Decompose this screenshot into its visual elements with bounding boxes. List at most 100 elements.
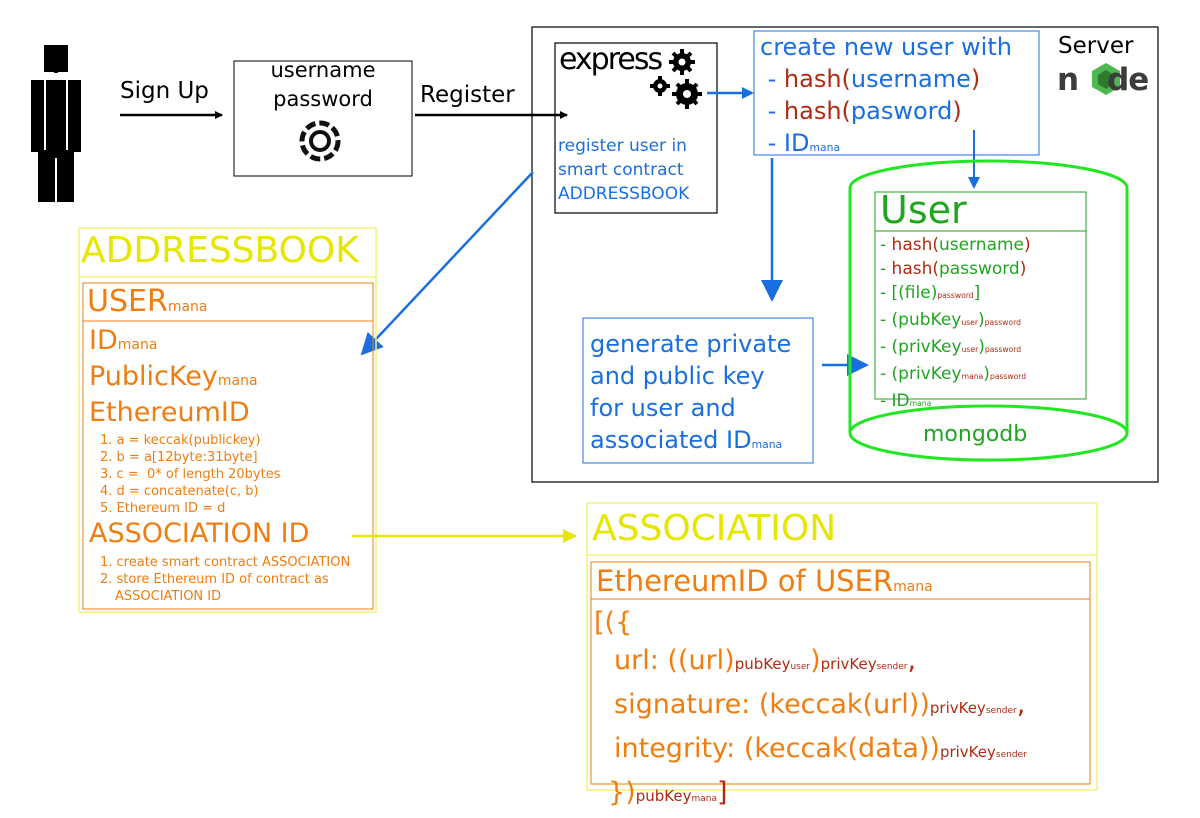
- row-close: ): [1024, 235, 1031, 255]
- ethereum-step: 3. c = 0* of length 20bytes: [100, 467, 281, 482]
- express-register-line: register user in: [558, 136, 687, 156]
- association-url: url: ((url)pubKeyuser)privKeysender,: [594, 642, 1027, 686]
- url-sub: sender: [876, 662, 908, 672]
- row-sub: user: [961, 318, 979, 327]
- signup-label: Sign Up: [120, 78, 209, 104]
- item-prefix: -: [760, 65, 784, 93]
- express-register-line: smart contract: [558, 160, 684, 180]
- association-box: [586, 502, 1098, 791]
- user-row-pubkey: - (pubKeyuser)password: [880, 308, 1031, 335]
- association-step: 2. store Ethereum ID of contract as: [100, 572, 329, 587]
- sig-sub: privKey: [929, 699, 986, 717]
- user-row: - hash(password): [880, 257, 1031, 281]
- user-row-id: - IDmana: [880, 389, 1031, 416]
- row-fn: hash(: [891, 235, 940, 255]
- mongodb-cylinder: [848, 159, 1129, 462]
- item-prefix: -: [760, 97, 784, 125]
- row-sub: password: [989, 372, 1027, 381]
- association-header-text: EthereumID of USER: [596, 564, 894, 598]
- row-text: ]: [973, 283, 981, 303]
- node-logo-icon: [1092, 63, 1120, 95]
- row-text: - [(file): [880, 283, 938, 303]
- user-row-privkey: - (privKeyuser)password: [880, 335, 1031, 362]
- association-integrity: integrity: (keccak(data))privKeysender: [594, 730, 1027, 774]
- association-body: [({ url: ((url)pubKeyuser)privKeysender,…: [594, 604, 1027, 818]
- association-signature: signature: (keccak(url))privKeysender,: [594, 686, 1027, 730]
- register-label: Register: [420, 82, 515, 108]
- row-arg: username: [939, 235, 1025, 255]
- ethereum-steps: 1. a = keccak(publickey) 2. b = a[12byte…: [100, 432, 280, 517]
- create-user-item: - hash(username): [760, 63, 1012, 95]
- addressbook-ethereum: EthereumID: [89, 397, 250, 428]
- generate-line: for user and: [590, 394, 736, 422]
- association-id-label: ASSOCIATION ID: [89, 518, 310, 549]
- user-row-file: - [(file)password]: [880, 281, 1031, 308]
- user-struct-box: [82, 282, 374, 610]
- close-end: ]: [716, 777, 728, 808]
- generate-line: associated IDmana: [590, 424, 791, 461]
- item-close: ): [970, 65, 981, 93]
- express-register-line: ADDRESSBOOK: [558, 184, 690, 204]
- url-label: url: ((url): [614, 645, 735, 676]
- association-steps: 1. create smart contract ASSOCIATION 2. …: [100, 554, 350, 605]
- url-sub: pubKey: [734, 655, 791, 673]
- sig-label: signature: (keccak(url)): [614, 689, 930, 720]
- item-arg: pasword: [850, 97, 953, 125]
- row-arg: password: [939, 259, 1020, 279]
- express-box: [554, 42, 718, 214]
- item-arg: username: [850, 65, 971, 93]
- row-text: ): [978, 337, 985, 357]
- create-user-title: create new user with: [760, 33, 1012, 61]
- row-sub: password: [937, 291, 974, 300]
- addressbook-id: IDmana: [89, 325, 157, 356]
- addressbook-pubkey: PublicKeymana: [89, 361, 258, 392]
- user-table: [874, 191, 1087, 400]
- server-label: Server: [1058, 33, 1134, 59]
- addressbook-title: ADDRESSBOOK: [81, 230, 359, 271]
- generate-line-text: associated ID: [590, 426, 752, 454]
- association-step: ASSOCIATION ID: [115, 589, 222, 604]
- ethereum-step: 2. b = a[12byte:31byte]: [100, 450, 258, 465]
- row-prefix: -: [880, 259, 892, 279]
- user-table-title: User: [880, 188, 967, 232]
- row-text: - (pubKey: [880, 310, 962, 330]
- row-text: - (privKey: [880, 364, 962, 384]
- credentials-box: [233, 60, 413, 177]
- association-step: 1. create smart contract ASSOCIATION: [100, 555, 351, 570]
- row-sub: user: [961, 345, 979, 354]
- pubkey-sub: mana: [217, 373, 258, 389]
- person-icon: [31, 45, 81, 202]
- server-box: [531, 26, 1159, 483]
- association-struct-box: [590, 561, 1091, 785]
- url-sub: privKey: [820, 655, 877, 673]
- int-sub: sender: [995, 750, 1027, 760]
- item-fn: hash(: [783, 97, 851, 125]
- id-sub: mana: [809, 141, 841, 154]
- ethereum-step: 5. Ethereum ID = d: [100, 501, 226, 516]
- user-row: - hash(username): [880, 233, 1031, 257]
- association-close: })pubKeymana]: [594, 774, 1027, 818]
- row-close: ): [1019, 259, 1027, 279]
- mongodb-label: mongodb: [923, 422, 1028, 447]
- item-fn: hash(: [783, 65, 851, 93]
- row-sub: mana: [961, 372, 984, 381]
- generate-line: generate private: [590, 330, 792, 358]
- user-label: USER: [87, 284, 168, 319]
- diagram-canvas: [31, 26, 1159, 791]
- row-text: ): [978, 310, 985, 330]
- row-prefix: -: [880, 235, 892, 255]
- addressbook-user: USERmana: [87, 284, 207, 319]
- id-label: - ID: [760, 129, 810, 157]
- row-fn: hash(: [891, 259, 940, 279]
- pubkey-label: PublicKey: [89, 361, 218, 392]
- association-title: ASSOCIATION: [592, 508, 837, 549]
- url-mid: ): [810, 645, 821, 676]
- row-sub: password: [984, 318, 1021, 327]
- credentials-username: username: [270, 58, 376, 82]
- int-sub: privKey: [939, 743, 996, 761]
- create-user-content: create new user with - hash(username) - …: [760, 31, 1012, 164]
- ethereum-step: 1. a = keccak(publickey): [100, 433, 261, 448]
- user-row-privkey-mana: - (privKeymana)password: [880, 362, 1031, 389]
- int-label: integrity: (keccak(data)): [614, 733, 940, 764]
